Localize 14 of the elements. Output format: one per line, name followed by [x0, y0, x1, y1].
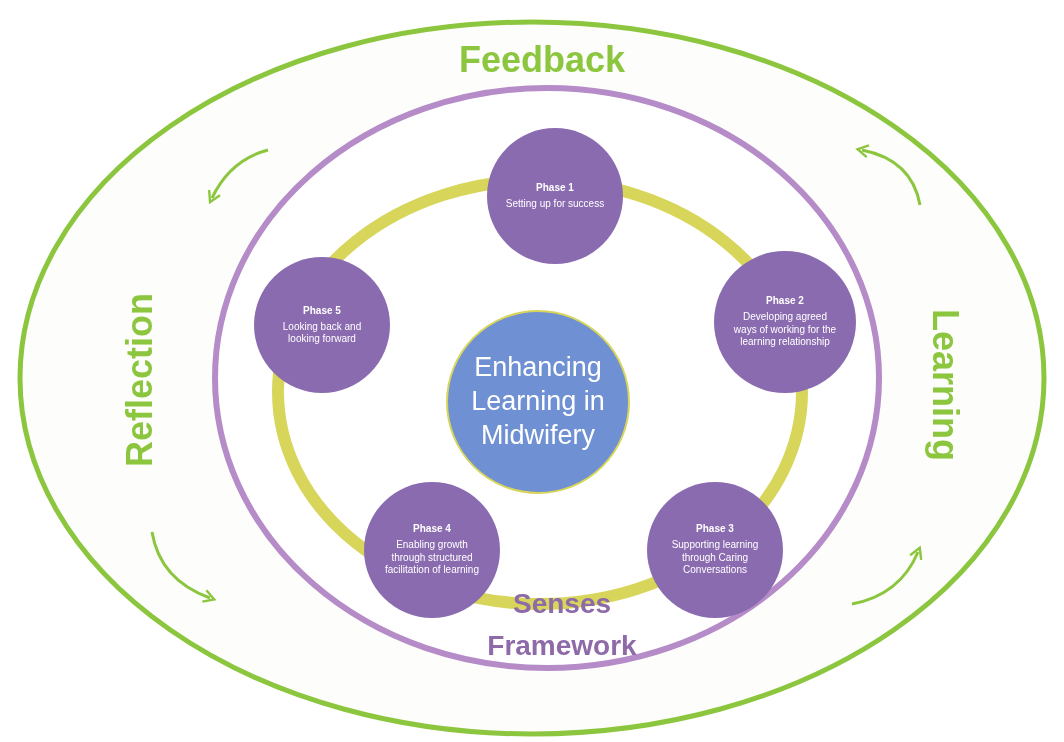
reflection-label: Reflection: [119, 293, 161, 467]
phase-description: Developing agreed ways of working for the learning relationship: [732, 311, 838, 349]
phase-heading: Phase 1: [536, 181, 574, 193]
learning-label: Learning: [924, 309, 966, 461]
phase-description: Enabling growth through structured facilitation of learning: [384, 539, 480, 577]
phase-description: Supporting learning through Caring Conversations: [670, 539, 760, 577]
phase-heading: Phase 5: [303, 304, 341, 316]
phase-heading: Phase 2: [766, 295, 804, 307]
phase-heading: Phase 4: [413, 523, 451, 535]
phase-heading: Phase 3: [696, 523, 734, 535]
feedback-label: Feedback: [458, 39, 626, 81]
phase-description: Looking back and looking forward: [281, 320, 363, 346]
phase-description: Setting up for success: [505, 197, 605, 211]
center-title: Enhancing Learning in Midwifery: [470, 351, 606, 452]
